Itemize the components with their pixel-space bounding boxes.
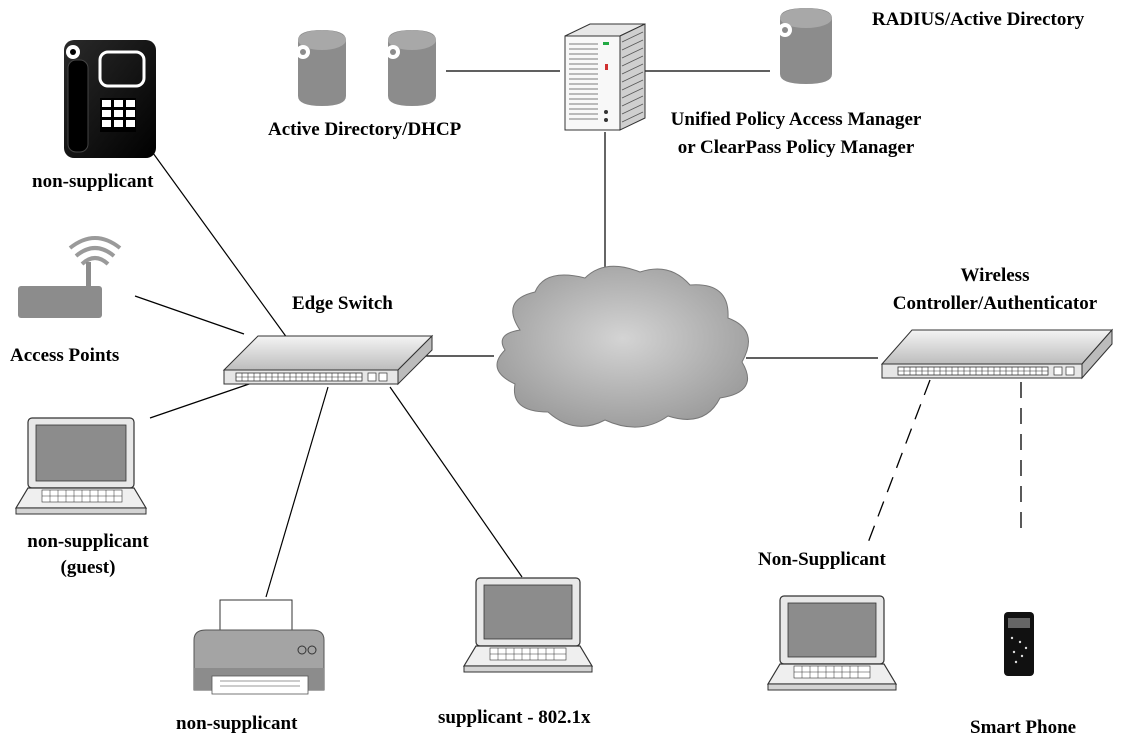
label-access-points: Access Points xyxy=(10,345,120,366)
laptop-icon xyxy=(462,577,594,673)
label-upam-line1: Unified Policy Access Manager xyxy=(670,109,922,130)
link-supplicant-switch xyxy=(389,386,523,578)
link-wireless-laptop xyxy=(865,379,931,549)
database-cylinder-icon xyxy=(386,30,436,106)
database-cylinder-icon xyxy=(296,30,346,106)
server-tower-icon xyxy=(564,23,646,131)
link-printer-switch xyxy=(265,386,329,598)
label-active-directory-dhcp: Active Directory/DHCP xyxy=(268,119,462,140)
label-edge-switch: Edge Switch xyxy=(292,293,393,314)
label-guest-line1: non-supplicant xyxy=(27,531,149,552)
label-phone-non-supplicant: non-supplicant xyxy=(32,171,154,192)
network-cloud-icon xyxy=(496,265,749,428)
laptop-icon xyxy=(14,417,148,515)
label-smart-phone: Smart Phone xyxy=(970,717,1077,738)
smartphone-icon xyxy=(1004,612,1034,676)
link-phone-switch xyxy=(144,141,291,343)
label-wireless-line2: Controller/Authenticator xyxy=(892,293,1098,314)
label-printer-non-supplicant: non-supplicant xyxy=(176,713,298,734)
laptop-icon xyxy=(766,595,898,691)
network-switch-icon xyxy=(880,328,1114,380)
link-laptop-switch xyxy=(149,382,253,419)
label-guest-line2: (guest) xyxy=(60,557,116,578)
ip-phone-icon xyxy=(64,40,156,158)
wireless-access-point-icon xyxy=(18,236,122,318)
label-non-supplicant-wireless: Non-Supplicant xyxy=(758,549,886,570)
label-supplicant-8021x: supplicant - 802.1x xyxy=(438,707,591,728)
wireless-links xyxy=(865,379,1022,549)
label-radius-active-directory: RADIUS/Active Directory xyxy=(872,9,1085,30)
connection-lines xyxy=(134,70,878,598)
link-ap-switch xyxy=(134,295,245,335)
printer-icon xyxy=(193,599,325,695)
label-upam-line2: or ClearPass Policy Manager xyxy=(677,137,915,158)
label-wireless-line1: Wireless xyxy=(960,265,1030,286)
network-switch-icon xyxy=(222,334,434,386)
database-cylinder-icon xyxy=(778,8,832,84)
